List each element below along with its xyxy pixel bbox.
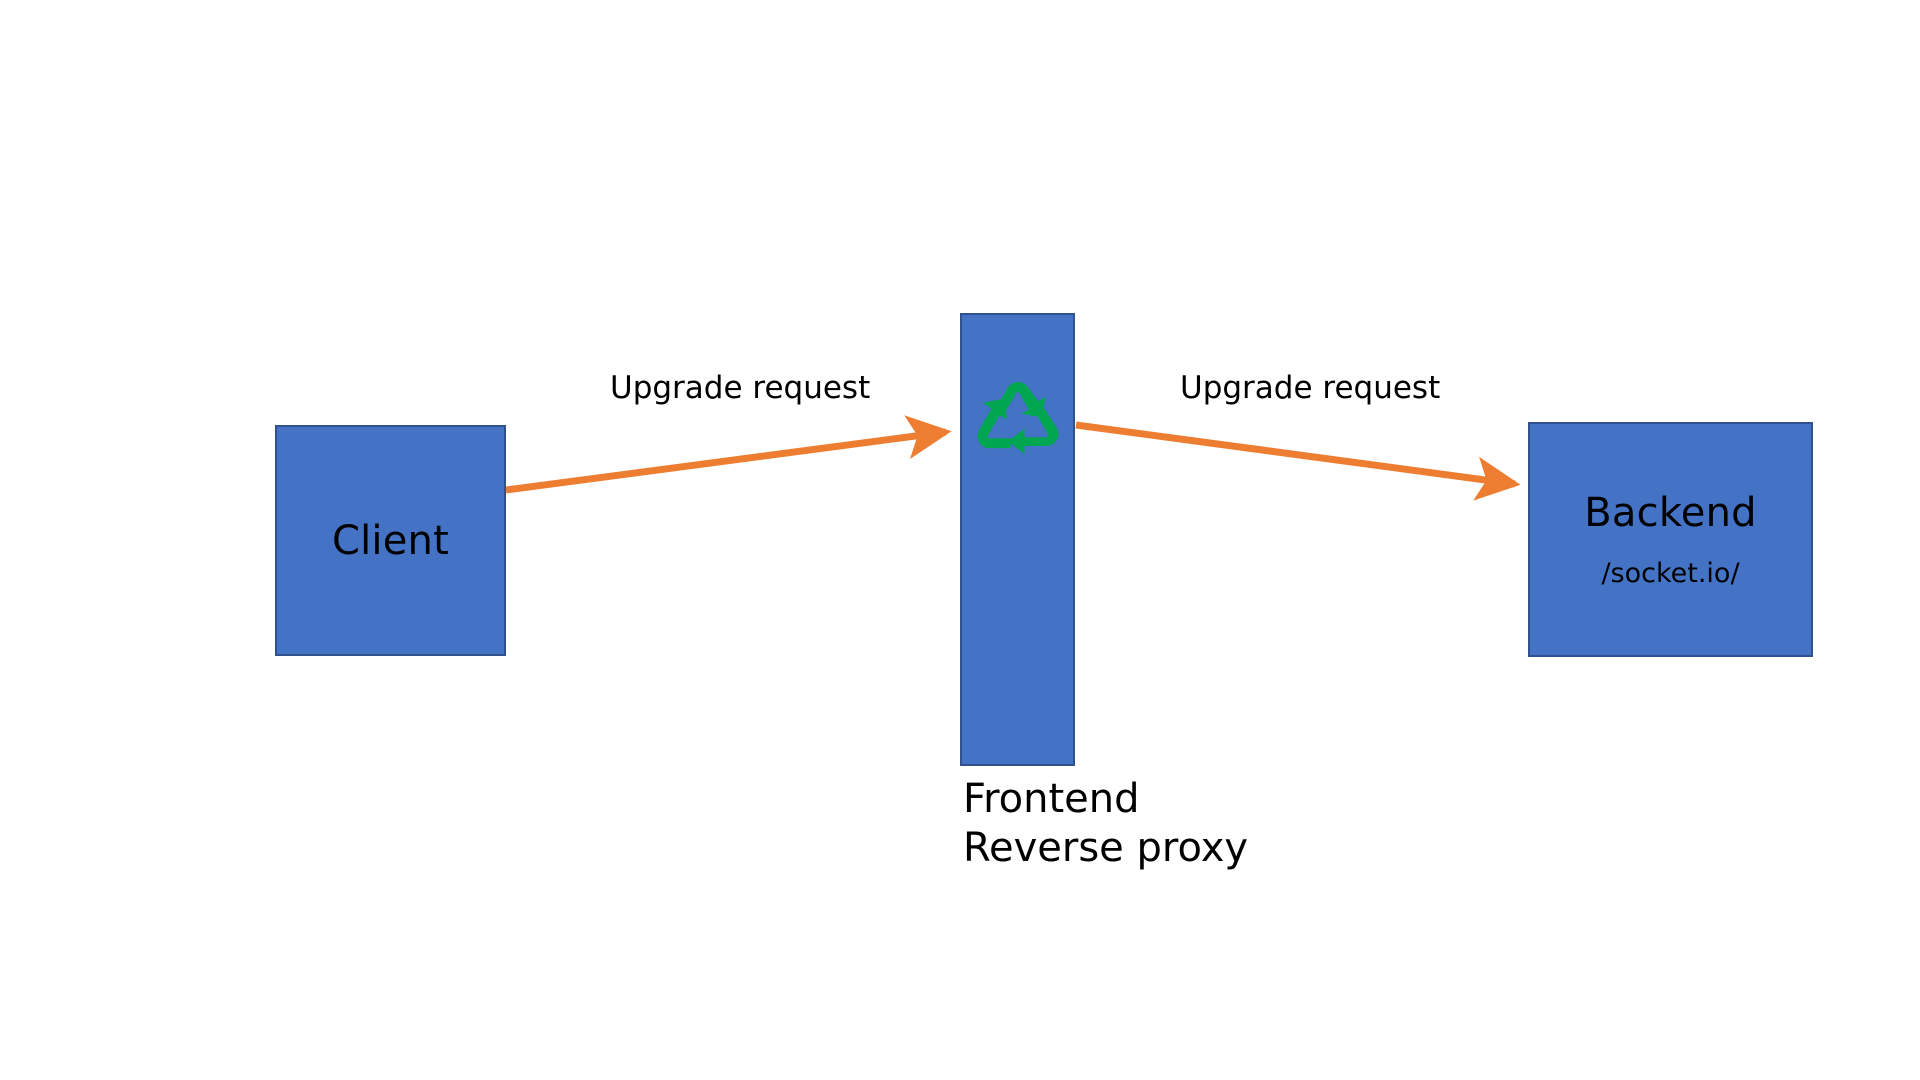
arrow-client-to-proxy	[505, 415, 952, 494]
node-backend-path: /socket.io/	[1601, 557, 1740, 589]
node-backend-title: Backend	[1584, 489, 1757, 536]
node-client[interactable]: Client	[275, 425, 506, 656]
node-backend[interactable]: Backend /socket.io/	[1528, 422, 1813, 657]
arrow-proxy-to-backend	[1075, 421, 1521, 501]
recycle-icon	[977, 382, 1059, 455]
node-reverse-proxy-caption: Frontend Reverse proxy	[963, 775, 1383, 873]
edge-label-proxy-to-backend: Upgrade request	[1180, 370, 1441, 406]
node-client-title: Client	[331, 517, 449, 564]
edge-label-client-to-proxy: Upgrade request	[610, 370, 871, 406]
proxy-caption-line-2: Reverse proxy	[963, 824, 1249, 871]
proxy-caption-line-1: Frontend	[963, 776, 1140, 822]
